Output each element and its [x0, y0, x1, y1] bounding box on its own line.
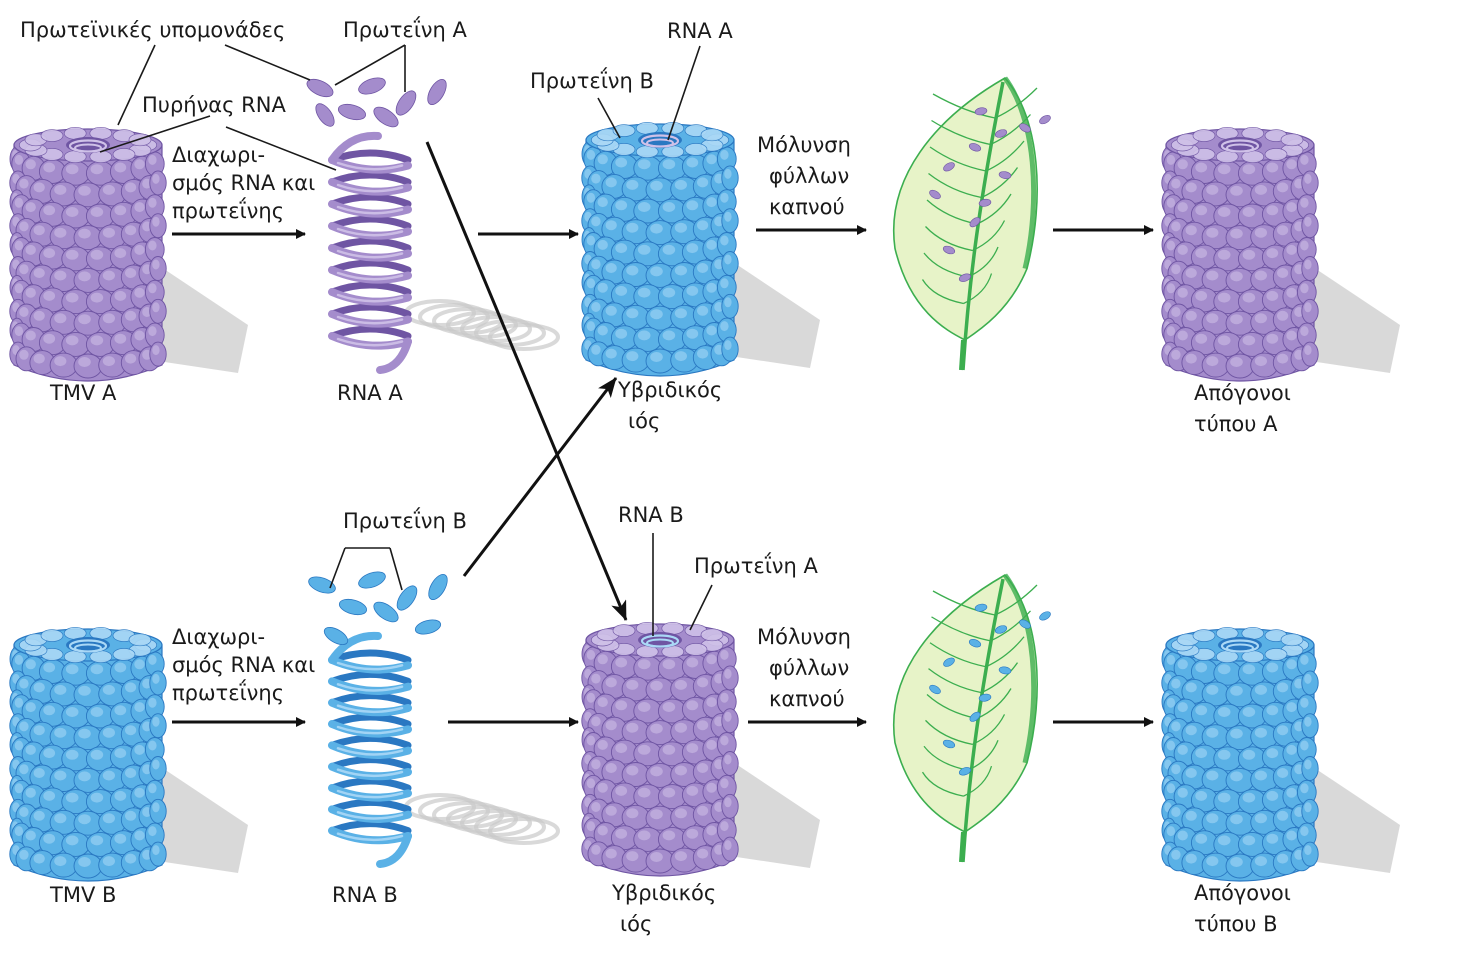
label-infection-top-2: φύλλων	[769, 164, 849, 188]
tmv-a-virus	[9, 126, 248, 382]
label-protein-a-top: Πρωτεΐνη Α	[343, 16, 468, 42]
label-progeny-a-2: τύπου Α	[1194, 412, 1278, 436]
label-infection-top-1: Μόλυνση	[757, 133, 851, 157]
rna-a-coil	[328, 131, 560, 374]
label-rna-b: RNA B	[332, 883, 398, 907]
progeny-b-virus	[1161, 626, 1400, 882]
arrow-protein-b-to-hybrid-top	[462, 377, 618, 577]
label-rna-a: RNA A	[337, 381, 403, 405]
label-protein-b-hybrid: Πρωτεΐνη Β	[530, 67, 654, 93]
tobacco-leaf-bottom	[893, 573, 1051, 863]
label-infection-bottom-2: φύλλων	[769, 656, 849, 680]
label-separation-bottom-2: σμός RNA και	[172, 653, 315, 677]
label-infection-top-3: καπνού	[769, 195, 845, 219]
label-separation-top-1: Διαχωρι-	[172, 143, 265, 167]
label-hybrid-bottom-2: ιός	[620, 912, 652, 936]
label-hybrid-top-1: Υβριδικός	[617, 378, 722, 402]
protein-b-subunits	[308, 571, 448, 645]
label-protein-b-free: Πρωτεΐνη Β	[343, 507, 467, 533]
label-rna-b-hybrid: RNA B	[618, 503, 684, 527]
label-hybrid-top-2: ιός	[628, 409, 660, 433]
label-progeny-b-2: τύπου Β	[1194, 912, 1278, 936]
label-infection-bottom-1: Μόλυνση	[757, 625, 851, 649]
hybrid-virus-top	[581, 121, 820, 377]
label-hybrid-bottom-1: Υβριδικός	[611, 881, 716, 905]
process-arrows	[172, 141, 1154, 727]
label-progeny-b-1: Απόγονοι	[1194, 881, 1291, 905]
label-protein-subunits: Πρωτεϊνικές υπομονάδες	[20, 18, 285, 42]
arrow-rna-a-to-hybrid-bottom	[425, 141, 628, 621]
leader-lines	[99, 44, 713, 636]
progeny-a-virus	[1161, 126, 1400, 382]
tmv-b-virus	[9, 626, 248, 882]
label-progeny-a-1: Απόγονοι	[1194, 381, 1291, 405]
tobacco-leaf-top	[893, 76, 1051, 371]
label-tmv-b: TMV B	[49, 883, 116, 907]
label-rna-core: Πυρήνας RNA	[142, 93, 286, 117]
label-separation-top-3: πρωτεΐνης	[172, 197, 284, 223]
label-tmv-a: TMV A	[49, 381, 117, 405]
label-separation-top-2: σμός RNA και	[172, 171, 315, 195]
label-rna-a-hybrid: RNA A	[667, 19, 733, 43]
protein-a-subunits	[306, 77, 447, 128]
labels: Πρωτεϊνικές υπομονάδες Πρωτεΐνη Α Πυρήνα…	[20, 16, 1291, 936]
rna-b-coil	[328, 631, 560, 868]
label-separation-bottom-3: πρωτεΐνης	[172, 679, 284, 705]
label-infection-bottom-3: καπνού	[769, 687, 845, 711]
label-separation-bottom-1: Διαχωρι-	[172, 625, 265, 649]
hybrid-virus-bottom	[581, 621, 820, 877]
label-protein-a-hybrid: Πρωτεΐνη Α	[694, 552, 819, 578]
